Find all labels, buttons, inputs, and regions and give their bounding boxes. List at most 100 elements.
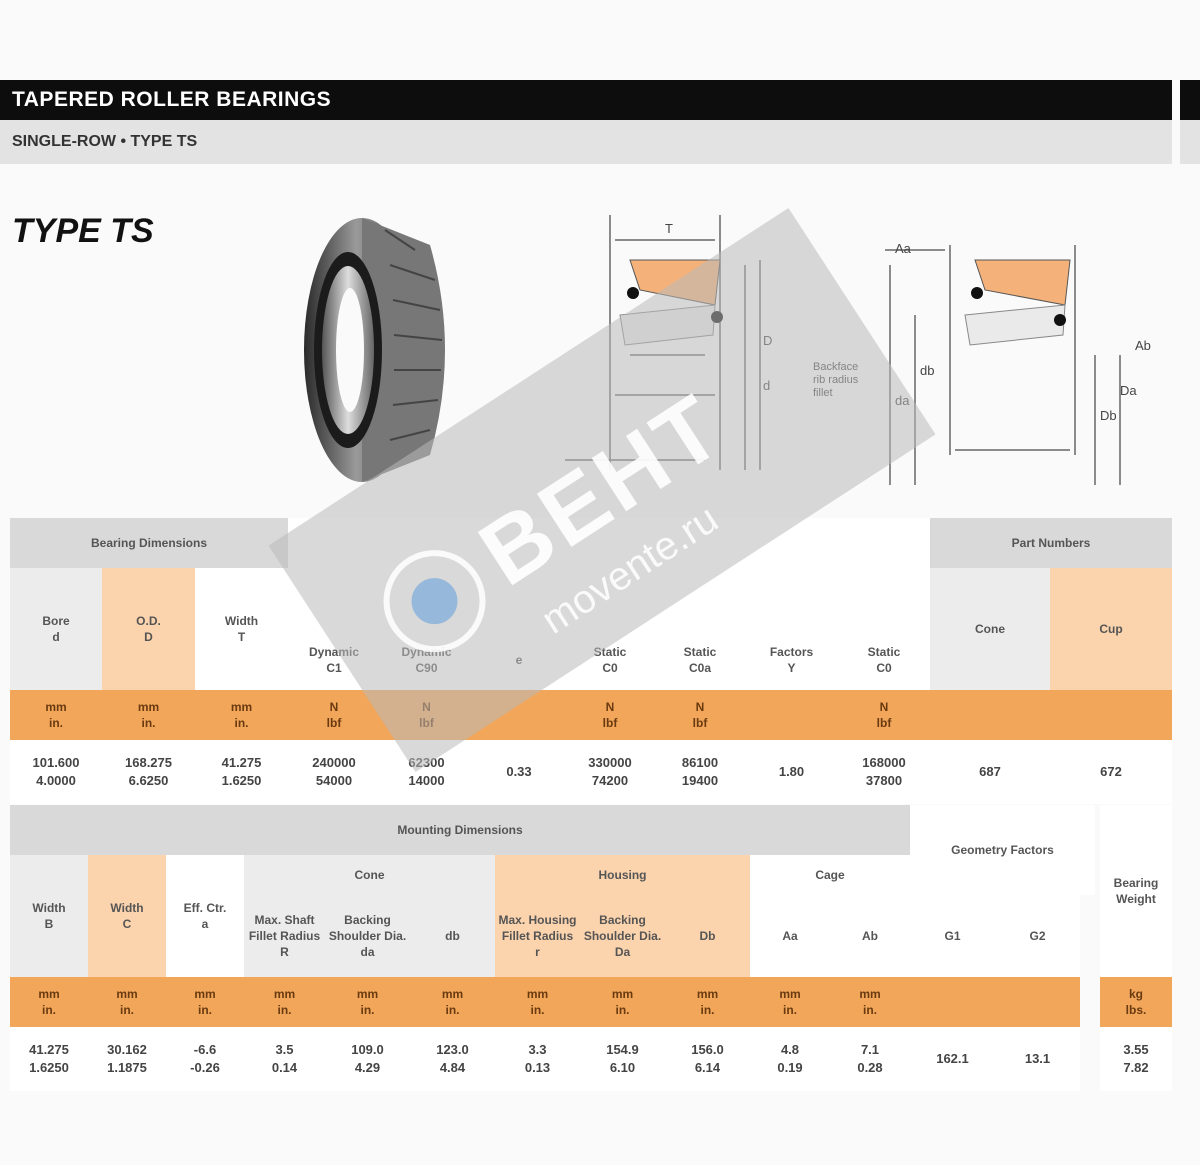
diagram-label-da: da [895, 393, 910, 408]
table1-col-unit-5 [473, 690, 565, 740]
table1-cell-7: 86100 19400 [655, 740, 745, 804]
table1-cell-0: 101.600 4.0000 [10, 740, 102, 804]
catalog-title-bar: TAPERED ROLLER BEARINGS [0, 80, 1172, 120]
table2-col-header-3: Max. Shaft Fillet Radius R [244, 895, 325, 977]
table1-col-unit-10 [930, 690, 1050, 740]
table1-col-header-1: O.D. D [102, 568, 195, 690]
table2-cell-1: 30.162 1.1875 [88, 1027, 166, 1091]
table1-cell-11: 672 [1050, 740, 1172, 804]
table1-col-unit-3: N lbf [288, 690, 380, 740]
table1-col-unit-6: N lbf [565, 690, 655, 740]
table1-col-header-3: Dynamic C1 [288, 630, 380, 690]
table1-group-part-numbers: Part Numbers [930, 518, 1172, 568]
table1-cell-1: 168.275 6.6250 [102, 740, 195, 804]
table2-col-unit-5: mm in. [410, 977, 495, 1027]
table1-col-unit-2: mm in. [195, 690, 288, 740]
table1-col-header-4: Dynamic C90 [380, 630, 473, 690]
catalog-title: TAPERED ROLLER BEARINGS [12, 88, 332, 111]
table1-cell-10: 687 [930, 740, 1050, 804]
table2-cell-14: 3.55 7.82 [1100, 1027, 1172, 1091]
table1-col-unit-11 [1050, 690, 1172, 740]
table2-col-header-1: Width C [88, 855, 166, 977]
bearing-photo-icon [304, 218, 445, 482]
table1-col-unit-1: mm in. [102, 690, 195, 740]
table1-group-blank [288, 518, 930, 630]
table1-cell-8: 1.80 [745, 740, 838, 804]
table2-col-header-10: Ab [830, 895, 910, 977]
table1-col-header-6: Static C0 [565, 630, 655, 690]
table1-cell-3: 240000 54000 [288, 740, 380, 804]
table2-cell-11: 162.1 [910, 1027, 995, 1091]
table2-cell-0: 41.275 1.6250 [10, 1027, 88, 1091]
table2-cell-4: 109.0 4.29 [325, 1027, 410, 1091]
table1-cell-5: 0.33 [473, 740, 565, 804]
table2-cell-8: 156.0 6.14 [665, 1027, 750, 1091]
table1-cell-4: 62300 14000 [380, 740, 473, 804]
table2-sub-cone: Cone [244, 855, 495, 895]
table2-col-unit-4: mm in. [325, 977, 410, 1027]
table1-col-header-11: Cup [1050, 568, 1172, 690]
diagram-backface-line3: fillet [813, 387, 833, 399]
table2-col-unit-7: mm in. [580, 977, 665, 1027]
table2-cell-12: 13.1 [995, 1027, 1080, 1091]
table2-col-unit-1: mm in. [88, 977, 166, 1027]
table1-cell-9: 168000 37800 [838, 740, 930, 804]
table2-col-unit-9: mm in. [750, 977, 830, 1027]
table2-cell-9: 4.8 0.19 [750, 1027, 830, 1091]
diagram-label-d: d [763, 378, 770, 393]
catalog-subtitle: SINGLE-ROW • TYPE TS [12, 133, 198, 150]
table2-col-header-6: Max. Housing Fillet Radius r [495, 895, 580, 977]
table1-cell-6: 330000 74200 [565, 740, 655, 804]
diagram-label-Da: Da [1120, 383, 1137, 398]
table2-col-header-12: G2 [995, 895, 1080, 977]
table2-sub-cage: Cage [750, 855, 910, 895]
table1-col-header-9: Static C0 [838, 630, 930, 690]
table2-col-unit-8: mm in. [665, 977, 750, 1027]
diagram-label-Aa: Aa [895, 241, 912, 256]
diagram-backface-line2: rib radius [813, 374, 859, 386]
table2-group-geometry-factors: Geometry Factors [910, 805, 1095, 895]
table2-col-unit-11 [910, 977, 995, 1027]
table2-col-header-11: G1 [910, 895, 995, 977]
table2-col-header-9: Aa [750, 895, 830, 977]
table2-sub-housing: Housing [495, 855, 750, 895]
table2-cell-2: -6.6 -0.26 [166, 1027, 244, 1091]
table1-group-bearing-dimensions: Bearing Dimensions [10, 518, 288, 568]
table2-cell-6: 3.3 0.13 [495, 1027, 580, 1091]
table2-col-unit-3: mm in. [244, 977, 325, 1027]
table1-col-unit-4: N lbf [380, 690, 473, 740]
table2-col-header-2: Eff. Ctr. a [166, 855, 244, 977]
table2-cell-5: 123.0 4.84 [410, 1027, 495, 1091]
table1-col-header-0: Bore d [10, 568, 102, 690]
table1-cell-2: 41.275 1.6250 [195, 740, 288, 804]
table1-col-unit-7: N lbf [655, 690, 745, 740]
table2-col-unit-0: mm in. [10, 977, 88, 1027]
diagram-backface-line1: Backface [813, 361, 858, 373]
table2-col-header-0: Width B [10, 855, 88, 977]
table1-col-header-7: Static C0a [655, 630, 745, 690]
catalog-subtitle-bar: SINGLE-ROW • TYPE TS [0, 120, 1172, 164]
table1-col-unit-8 [745, 690, 838, 740]
diagram-label-backface: Backface rib radius fillet [813, 361, 861, 399]
table1-col-header-8: Factors Y [745, 630, 838, 690]
table2-col-unit-12 [995, 977, 1080, 1027]
table2-col-unit-6: mm in. [495, 977, 580, 1027]
table2-col-unit-14: kg lbs. [1100, 977, 1172, 1027]
table1-col-header-5: e [473, 630, 565, 690]
diagram-label-db: db [920, 363, 934, 378]
table2-last-col-header: Bearing Weight [1100, 805, 1172, 977]
table2-col-header-5: db [410, 895, 495, 977]
type-heading: TYPE TS [12, 212, 154, 250]
table1-col-header-2: Width T [195, 568, 288, 690]
table1-col-unit-0: mm in. [10, 690, 102, 740]
diagram-label-D: D [763, 333, 772, 348]
table2-col-header-8: Db [665, 895, 750, 977]
table1-col-header-10: Cone [930, 568, 1050, 690]
table2-col-unit-2: mm in. [166, 977, 244, 1027]
subtitle-bar-edge [1180, 120, 1200, 164]
table2-col-unit-10: mm in. [830, 977, 910, 1027]
table1-col-unit-9: N lbf [838, 690, 930, 740]
diagram-label-Db: Db [1100, 408, 1117, 423]
bearing-cross-section-diagram: T D d Aa Ab db da Db Da Backface rib rad… [565, 215, 1151, 485]
title-bar-edge [1180, 80, 1200, 120]
